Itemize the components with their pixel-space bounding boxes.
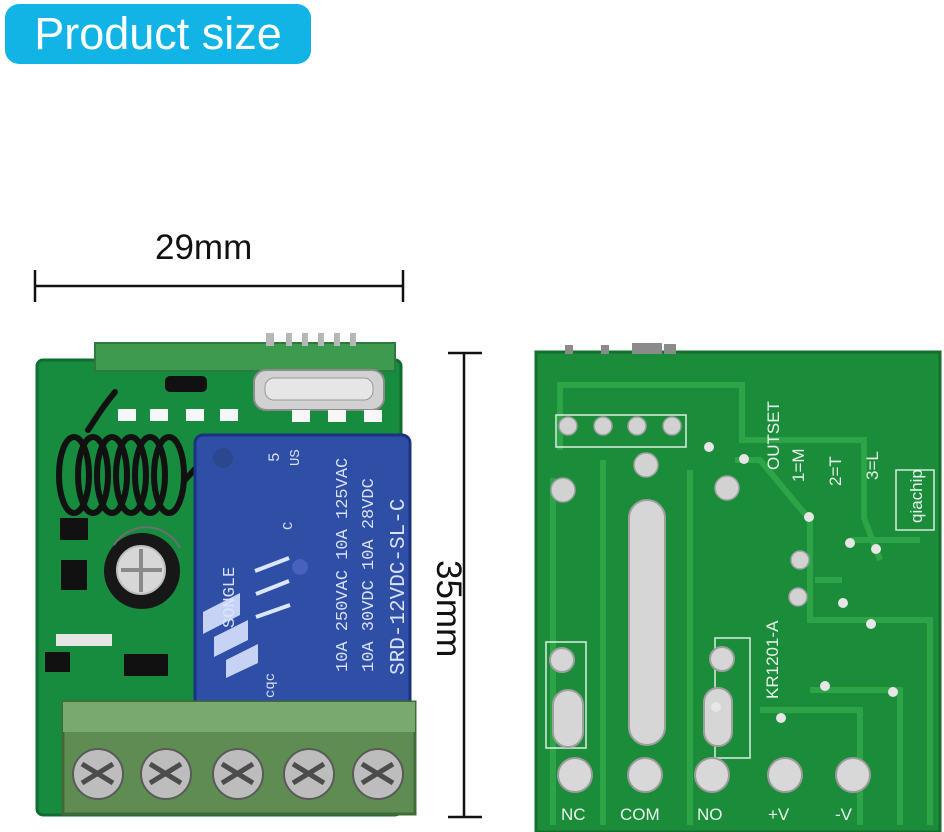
relay-cert: cqc [263, 673, 279, 698]
relay-model: SRD-12VDC-SL-C [388, 499, 411, 675]
outset-m: 1=M [789, 448, 808, 482]
board-model: KR1201-A [763, 620, 782, 699]
relay-c-mark: C [281, 522, 297, 530]
terminal-label-minus-v: -V [835, 805, 853, 824]
outset-t: 2=T [826, 456, 845, 486]
terminal-label-com: COM [620, 805, 660, 824]
terminal-label-nc: NC [561, 805, 586, 824]
width-dimension-label: 29mm [155, 228, 253, 267]
terminal-label-plus-v: +V [768, 805, 790, 824]
height-dimension-line [448, 351, 482, 819]
relay-line-2: 10A 30VDC 10A 28VDC [360, 478, 379, 672]
relay-component: SONGLE 10A 250VAC 10A 125VAC 10A 30VDC 1… [193, 433, 412, 719]
outset-title: OUTSET [764, 401, 783, 470]
product-size-badge: Product size [5, 4, 311, 64]
terminal-label-no: NO [697, 805, 723, 824]
width-dimension-line [33, 270, 405, 302]
back-pcb-board: OUTSET 1=M 2=T 3=L qiachip KR1201-A NC C… [534, 343, 942, 832]
relay-us-mark: US [288, 449, 304, 466]
relay-pin-count: 5 [266, 452, 284, 462]
front-pcb-board: SONGLE 10A 250VAC 10A 125VAC 10A 30VDC 1… [35, 333, 417, 817]
relay-line-1: 10A 250VAC 10A 125VAC [334, 458, 353, 672]
terminal-block-front [61, 700, 417, 816]
outset-l: 3=L [863, 451, 882, 480]
board-brand: qiachip [907, 469, 926, 523]
